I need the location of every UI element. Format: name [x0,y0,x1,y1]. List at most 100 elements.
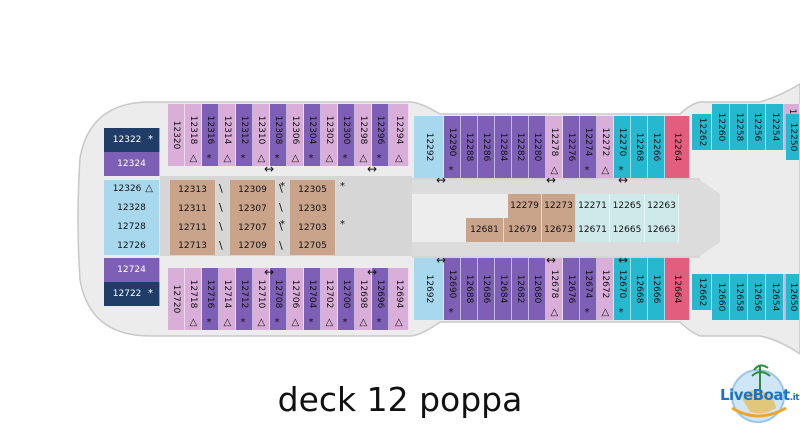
cabin-12296[interactable]: 12296* [372,104,389,166]
cabin-12654[interactable]: 12654 [766,274,784,320]
cabin-12684[interactable]: 12684 [495,258,512,320]
cabin-12272[interactable]: 12272△ [597,116,614,178]
cabin-12294[interactable]: 12294△ [389,104,409,166]
cabin-12260[interactable]: 12260 [712,104,730,150]
cabin-12688[interactable]: 12688 [461,258,478,320]
cabin-12312[interactable]: 12312* [236,104,253,166]
cabin-12698[interactable]: 12698△ [355,268,372,330]
cabin-12700[interactable]: 12700* [338,268,355,330]
cabin-12690[interactable]: 12690* [444,258,461,320]
cabin-12679[interactable]: 12679 [504,218,542,242]
cabin-12660[interactable]: 12660 [712,274,730,320]
cabin-12672[interactable]: 12672△ [597,258,614,320]
cabin-12658[interactable]: 12658 [730,274,748,320]
cabin-12670[interactable]: 12670* [614,258,631,320]
cabin-12307[interactable]: 12307 [230,199,276,218]
cabin-12328[interactable]: 12328 [104,198,160,217]
cabin-12270[interactable]: 12270* [614,116,631,178]
cabin-12271[interactable]: 12271 [576,194,610,218]
cabin-12313[interactable]: 12313 [170,180,216,199]
cabin-12678[interactable]: 12678△ [546,258,563,320]
cabin-12720[interactable]: 12720 [168,268,185,330]
cabin-12318[interactable]: 12318△ [185,104,202,166]
cabin-12686[interactable]: 12686 [478,258,495,320]
cabin-12650[interactable]: 12650 [786,274,800,320]
cabin-12716[interactable]: 12716* [202,268,219,330]
cabin-12708[interactable]: 12708* [270,268,287,330]
cabin-12279[interactable]: 12279 [508,194,542,218]
cabin-12310[interactable]: 12310△ [253,104,270,166]
cabin-12274[interactable]: 12274* [580,116,597,178]
cabin-12665[interactable]: 12665 [610,218,645,242]
cabin-12268[interactable]: 12268 [631,116,648,178]
cabin-12671[interactable]: 12671 [576,218,610,242]
cabin-12704[interactable]: 12704* [304,268,321,330]
cabin-12656[interactable]: 12656 [748,274,766,320]
cabin-12278[interactable]: 12278△ [546,116,563,178]
cabin-12682[interactable]: 12682 [512,258,529,320]
cabin-12728[interactable]: 12728 [104,217,160,236]
cabin-12263[interactable]: 12263 [645,194,679,218]
cabin-12264[interactable]: 12264 [665,116,690,178]
cabin-12712[interactable]: 12712* [236,268,253,330]
cabin-12282[interactable]: 12282 [512,116,529,178]
cabin-12681[interactable]: 12681 [466,218,504,242]
cabin-12314[interactable]: 12314△ [219,104,236,166]
cabin-12290[interactable]: 12290* [444,116,461,178]
cabin-12673[interactable]: 12673 [542,218,576,242]
cabin-12711[interactable]: 12711 [170,218,216,237]
cabin-12284[interactable]: 12284 [495,116,512,178]
cabin-12664[interactable]: 12664 [665,258,690,320]
cabin-12666[interactable]: 12666 [648,258,665,320]
cabin-12692[interactable]: 12692 [414,258,444,320]
cabin-12280[interactable]: 12280 [529,116,546,178]
cabin-12320[interactable]: 12320 [168,104,185,166]
cabin-12304[interactable]: 12304* [304,104,321,166]
cabin-12324[interactable]: 12324 [104,152,160,176]
cabin-12266[interactable]: 12266 [648,116,665,178]
cabin-12668[interactable]: 12668 [631,258,648,320]
cabin-12713[interactable]: 12713 [170,237,216,255]
cabin-12709[interactable]: 12709 [230,237,276,255]
cabin-12696[interactable]: 12696* [372,268,389,330]
cabin-12703[interactable]: 12703* [290,218,345,237]
cabin-12256[interactable]: 12256 [748,104,766,150]
cabin-12286[interactable]: 12286 [478,116,495,178]
cabin-12702[interactable]: 12702△ [321,268,338,330]
cabin-12707[interactable]: 12707* [230,218,285,237]
cabin-12288[interactable]: 12288 [461,116,478,178]
cabin-12726[interactable]: 12726 [104,236,160,255]
cabin-12309[interactable]: 12309* [230,180,285,199]
cabin-12276[interactable]: 12276 [563,116,580,178]
cabin-12305[interactable]: 12305* [290,180,345,199]
cabin-12663[interactable]: 12663 [645,218,679,242]
cabin-12292[interactable]: 12292 [414,116,444,178]
cabin-12308[interactable]: 12308* [270,104,287,166]
cabin-12300[interactable]: 12300* [338,104,355,166]
cabin-12250[interactable]: 12250 [786,114,800,160]
cabin-12694[interactable]: 12694△ [389,268,409,330]
cabin-12273[interactable]: 12273 [542,194,576,218]
cabin-12710[interactable]: 12710△ [253,268,270,330]
cabin-12722[interactable]: 12722* [104,282,160,306]
cabin-12258[interactable]: 12258 [730,104,748,150]
cabin-12706[interactable]: 12706△ [287,268,304,330]
cabin-12262[interactable]: 12262 [692,114,712,150]
cabin-12311[interactable]: 12311 [170,199,216,218]
cabin-12316[interactable]: 12316* [202,104,219,166]
cabin-12714[interactable]: 12714△ [219,268,236,330]
cabin-12674[interactable]: 12674* [580,258,597,320]
cabin-12718[interactable]: 12718△ [185,268,202,330]
cabin-12303[interactable]: 12303 [290,199,336,218]
cabin-12322[interactable]: 12322* [104,128,160,152]
cabin-12302[interactable]: 12302△ [321,104,338,166]
cabin-12306[interactable]: 12306△ [287,104,304,166]
cabin-12254[interactable]: 12254 [766,104,784,150]
cabin-12680[interactable]: 12680 [529,258,546,320]
cabin-12662[interactable]: 12662 [692,274,712,310]
cabin-12326[interactable]: 12326△ [104,180,160,198]
cabin-12265[interactable]: 12265 [610,194,645,218]
cabin-12298[interactable]: 12298△ [355,104,372,166]
cabin-12705[interactable]: 12705 [290,237,336,255]
cabin-12724[interactable]: 12724 [104,258,160,282]
